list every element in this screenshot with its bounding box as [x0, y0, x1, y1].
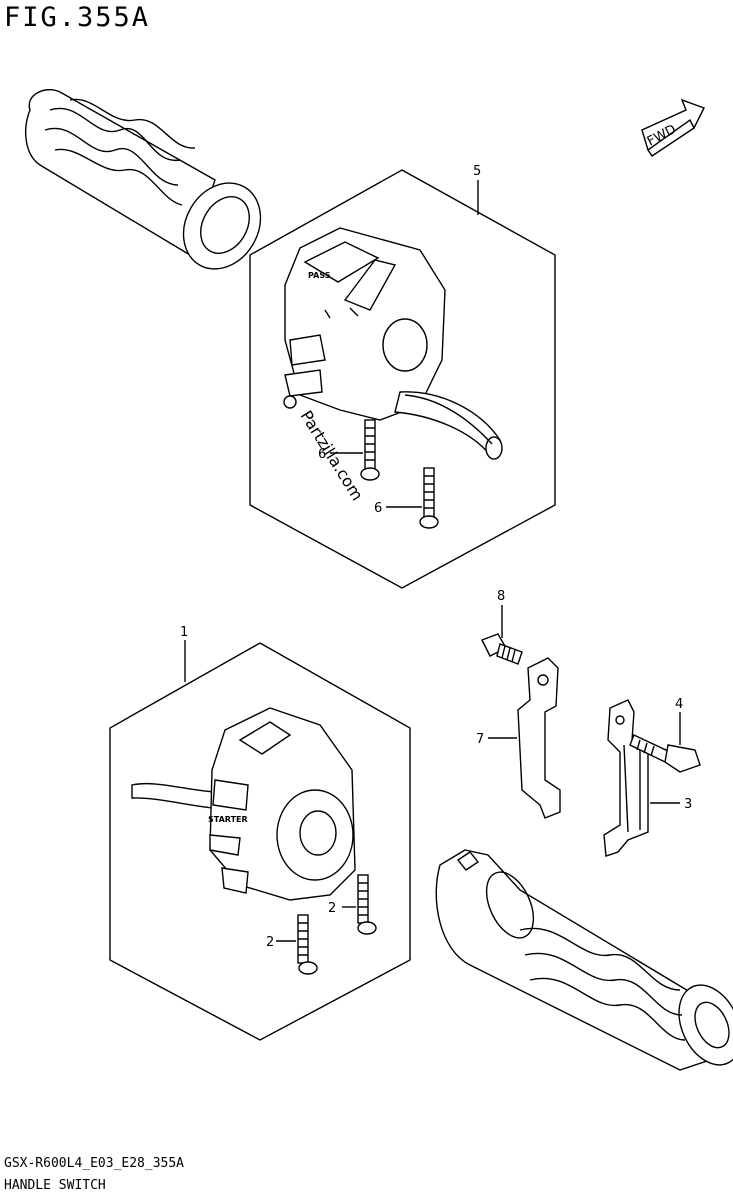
figure-title: FIG.355A — [4, 2, 151, 33]
assembly-frame-upper — [249, 169, 556, 589]
figure-caption: HANDLE SWITCH — [4, 1178, 106, 1193]
switch-cable-upper — [394, 391, 503, 460]
left-handle-switch: STARTER — [131, 707, 356, 901]
bolt-8 — [481, 633, 523, 665]
callout-1: 1 — [180, 625, 188, 640]
callout-7: 7 — [476, 732, 484, 747]
left-grip — [25, 89, 262, 270]
callout-6b: 6 — [374, 501, 382, 516]
fwd-arrow-icon: FWD — [641, 98, 705, 157]
screw-2b — [297, 914, 318, 975]
bracket-3 — [603, 699, 649, 857]
watermark-text: Partzilla.com — [297, 407, 367, 504]
throttle-grip — [435, 849, 733, 1071]
figure-code: GSX-R600L4_E03_E28_355A — [4, 1156, 185, 1171]
callout-6a: 6 — [318, 447, 326, 462]
assembly-frame-lower — [109, 642, 411, 1041]
pass-label: PASS — [308, 271, 331, 280]
bracket-7 — [517, 657, 561, 819]
callout-3: 3 — [684, 797, 692, 812]
screw-6b — [419, 467, 439, 529]
callout-2a: 2 — [328, 901, 336, 916]
bolt-4 — [629, 734, 701, 773]
screw-6a — [360, 419, 380, 481]
right-handle-switch: PASS — [283, 227, 446, 421]
callout-8: 8 — [497, 589, 505, 604]
callout-2b: 2 — [266, 935, 274, 950]
screw-2a — [357, 874, 377, 935]
callout-4: 4 — [675, 697, 683, 712]
callout-5: 5 — [473, 164, 481, 179]
starter-label: STARTER — [208, 815, 248, 824]
